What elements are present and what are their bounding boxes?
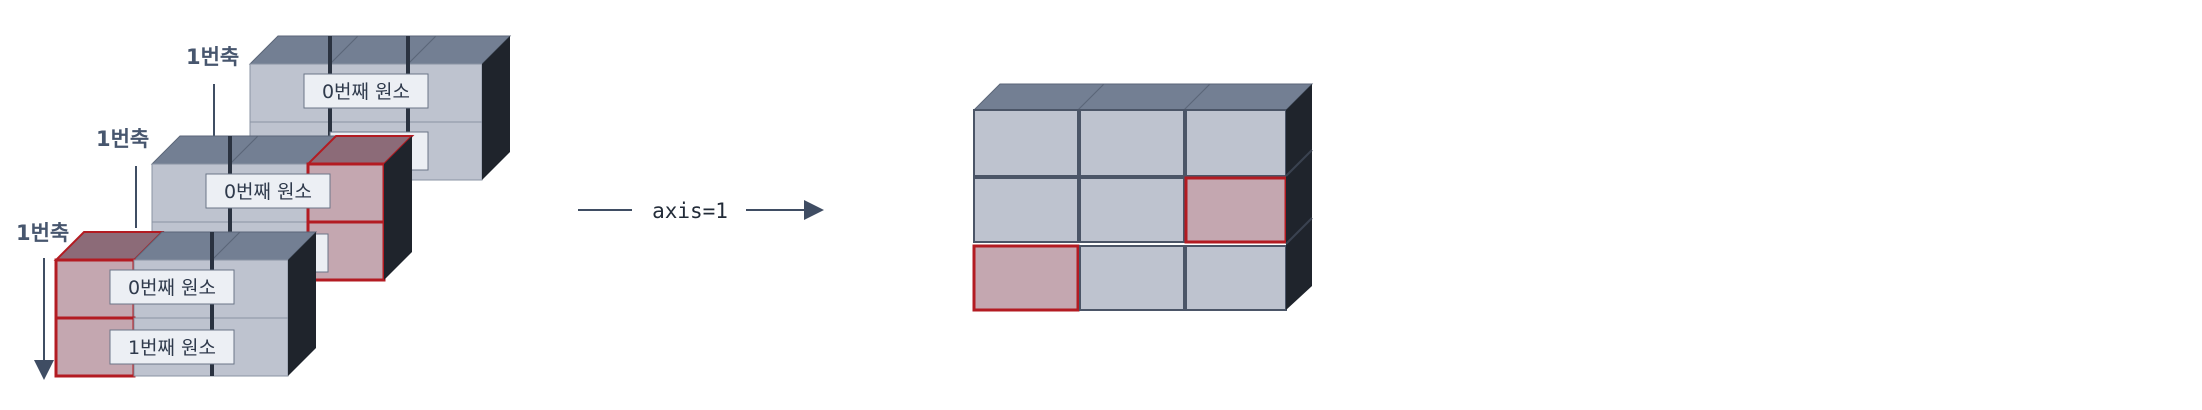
element-label: 0번째 원소: [322, 81, 410, 103]
result-cell: [973, 109, 1079, 177]
result-cell: [1079, 177, 1185, 243]
result-grid: [972, 83, 1314, 312]
element-label-box: [205, 173, 331, 209]
element-label-box: [109, 329, 235, 365]
element-label: 0번째 원소: [224, 181, 312, 203]
element-label: 0번째 원소: [128, 277, 216, 299]
result-cell: [1079, 245, 1185, 311]
element-label-box: [303, 73, 429, 109]
result-cell-highlight: [1184, 176, 1288, 244]
result-cell: [1185, 109, 1287, 177]
result-cell: [1185, 245, 1287, 311]
axis-label: 1번축: [186, 45, 239, 69]
result-cell: [1079, 109, 1185, 177]
element-label-box: [109, 269, 235, 305]
stack-front: 0번째 원소 1번째 원소: [53, 231, 318, 378]
axis-label: 1번축: [16, 221, 69, 245]
element-label: 1번째 원소: [128, 337, 216, 359]
axis-label: 1번축: [96, 127, 149, 151]
result-cell-highlight: [972, 244, 1080, 312]
result-cell: [973, 177, 1079, 243]
arrow-label: axis=1: [652, 199, 728, 223]
